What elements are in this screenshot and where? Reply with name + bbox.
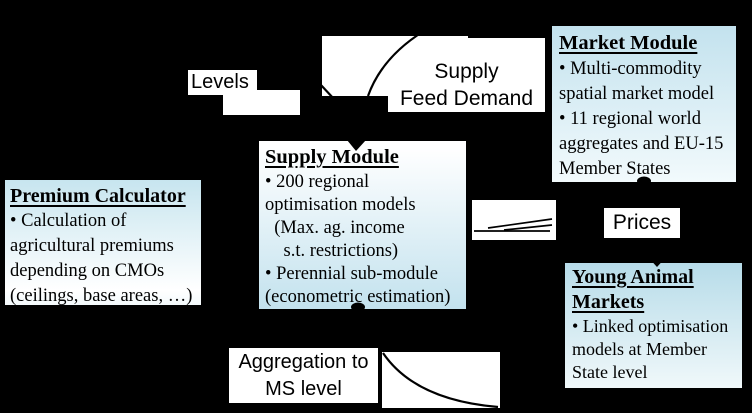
market-module-box: Market Module • Multi-commodity spatial … [551, 25, 737, 183]
premium-calculator-line: (ceilings, base areas, …) [10, 286, 193, 306]
market-module-line: spatial market model [559, 84, 715, 104]
supply-module-line: (Max. ag. income [265, 218, 405, 238]
supply-module-line: optimisation models [265, 195, 416, 215]
premium-calculator-title: Premium Calculator [10, 185, 186, 207]
supply-module-title: Supply Module [265, 146, 399, 168]
bottom-arc-backdrop [382, 352, 500, 408]
label-prices-text: Prices [612, 211, 672, 234]
label-aggregation-line2: MS level [265, 378, 342, 400]
market-module-line: Member States [559, 159, 671, 179]
label-feed-demand-text: Feed Demand [399, 87, 534, 110]
supply-module-box: Supply Module • 200 regional optimisatio… [258, 140, 467, 310]
label-levels: Levels [188, 70, 257, 95]
label-supply-feed-demand: Supply Feed Demand [388, 58, 545, 112]
label-aggregation-to-ms-level: Aggregation to MS level [229, 348, 378, 403]
supply-module-line: s.t. restrictions) [265, 241, 399, 261]
label-prices: Prices [604, 208, 680, 238]
young-animal-markets-title-line1: Young Animal [572, 266, 694, 288]
young-animal-markets-line: • Linked optimisation [572, 316, 729, 336]
supply-module-line: • 200 regional [265, 172, 370, 192]
supply-module-line: (econometric estimation) [265, 287, 451, 307]
supply-module-line: • Perennial sub-module [265, 264, 438, 284]
label-supply-text: Supply [434, 60, 499, 83]
market-module-title: Market Module [559, 32, 698, 54]
premium-calculator-line: • Calculation of [10, 211, 127, 231]
young-animal-markets-box: Young Animal Markets • Linked optimisati… [565, 263, 742, 388]
young-animal-markets-line: State level [572, 362, 648, 382]
premium-calculator-line: depending on CMOs [10, 261, 165, 281]
young-animal-markets-line: models at Member [572, 339, 707, 359]
supply-feed-demand-backdrop [468, 38, 545, 60]
market-module-line: • Multi-commodity [559, 59, 702, 79]
converging-lines-backdrop [472, 200, 556, 240]
market-module-line: aggregates and EU-15 [559, 134, 724, 154]
premium-calculator-box: Premium Calculator • Calculation of agri… [3, 178, 203, 307]
label-aggregation-line1: Aggregation to [238, 351, 369, 373]
premium-calculator-line: agricultural premiums [10, 236, 174, 256]
market-module-line: • 11 regional world [559, 109, 701, 129]
label-levels-text: Levels [191, 71, 249, 93]
young-animal-markets-title-line2: Markets [572, 291, 645, 313]
